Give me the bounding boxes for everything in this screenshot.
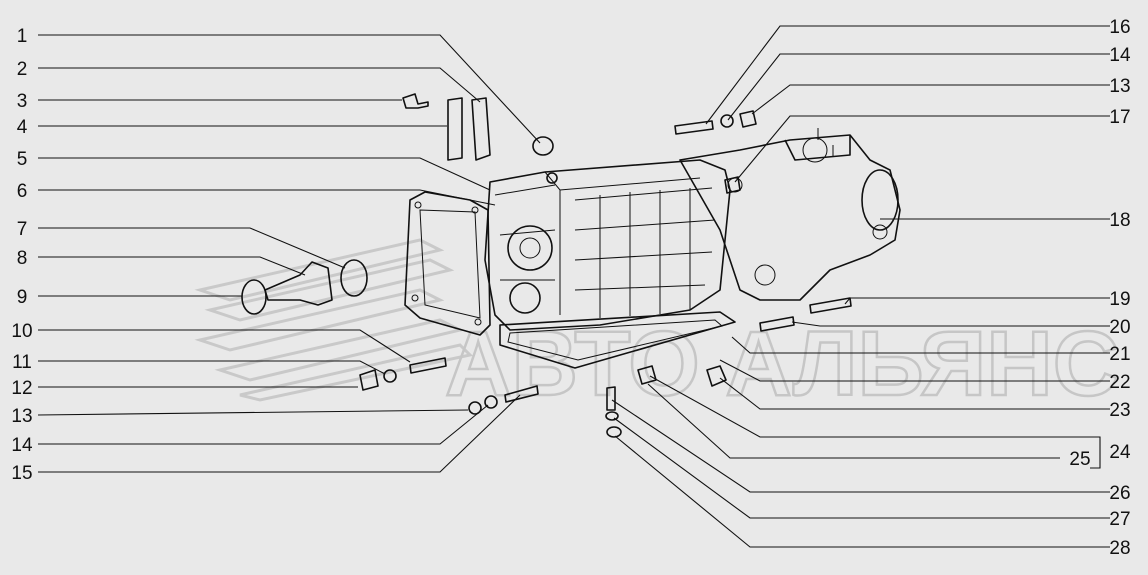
callout-12: 12 [11,378,32,399]
nut-13-left [468,401,482,415]
nut-12 [359,369,379,391]
stud-16 [674,120,714,135]
washer-27 [605,411,619,421]
nut-28 [606,426,622,438]
callout-5: 5 [17,149,28,170]
callout-15: 15 [11,463,32,484]
stud-15 [504,385,539,403]
plug-23 [706,365,727,387]
callout-1: 1 [17,26,28,47]
callout-23: 23 [1109,400,1130,421]
plug-cap [532,136,554,156]
front-cover-plate [404,191,491,336]
rear-extension-housing [679,128,901,301]
small-parts-left [241,93,554,415]
callout-20: 20 [1109,317,1130,338]
plate-2 [471,97,491,161]
callout-11: 11 [12,352,32,373]
callout-26: 26 [1109,483,1130,504]
plug-24 [637,365,657,385]
callout-labels-right: 16 14 13 17 18 19 20 21 22 23 24 25 26 2… [1069,17,1131,559]
small-parts-right [605,110,852,438]
callout-10: 10 [11,321,32,342]
housing-gasket [499,311,736,369]
plate-1 [447,97,463,161]
watermark-text: АВТО АЛЬЯНС [445,313,1119,415]
bearing-guide [264,261,333,306]
callout-4: 4 [17,117,28,138]
watermark: АВТО АЛЬЯНС [194,238,1120,416]
stud-20 [759,316,795,332]
callout-9: 9 [17,287,28,308]
callout-19: 19 [1109,289,1130,310]
bushing-17 [724,176,741,194]
callout-24: 24 [1109,442,1131,463]
callout-3: 3 [17,91,28,112]
washer-14-right [720,114,734,128]
callout-8: 8 [17,248,28,269]
callout-25: 25 [1069,449,1090,470]
callout-14-right: 14 [1109,45,1131,66]
bolt [402,93,429,109]
washer-11 [383,369,397,383]
callout-7: 7 [17,219,28,240]
callout-21: 21 [1109,344,1130,365]
callout-17: 17 [1109,107,1130,128]
stud-19 [809,297,852,314]
callout-22: 22 [1109,372,1130,393]
callout-14-left: 14 [11,435,33,456]
callout-18: 18 [1109,210,1130,231]
stud-26 [606,386,616,411]
seal-ring [340,259,368,297]
o-ring [241,279,267,315]
callout-6: 6 [17,181,28,202]
nut-13-right [739,110,757,128]
callout-13-right: 13 [1109,76,1130,97]
callout-16: 16 [1109,17,1130,38]
stud-10 [409,357,447,374]
callout-13-left: 13 [11,406,32,427]
leader-lines [37,25,1110,548]
watermark-logo [194,238,474,402]
gearbox-housing [484,159,731,331]
callout-28: 28 [1109,538,1130,559]
washer-14-left [484,395,498,409]
callout-27: 27 [1109,509,1130,530]
callout-2: 2 [17,59,28,80]
callout-labels-left: 1 2 3 4 5 6 7 8 9 10 11 12 13 14 15 [11,26,33,484]
